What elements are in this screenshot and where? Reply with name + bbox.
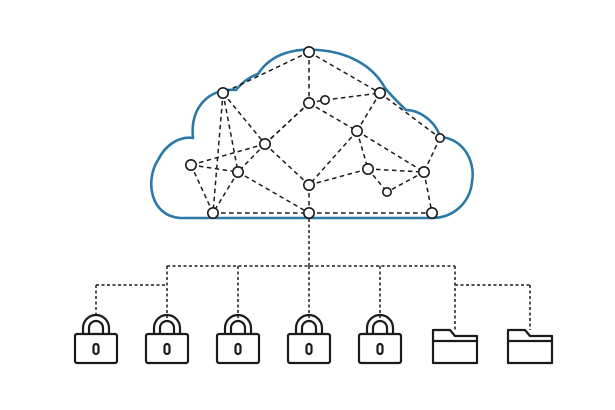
network-node — [232, 166, 245, 179]
network-node — [302, 45, 315, 58]
network-node — [319, 95, 330, 106]
network-link — [356, 130, 425, 173]
network-node — [302, 179, 315, 192]
network-node — [425, 207, 438, 220]
connection-tree — [95, 219, 531, 330]
network-link — [308, 168, 369, 186]
network-node — [361, 163, 374, 176]
network-node — [207, 207, 220, 220]
folder-icon — [431, 328, 479, 365]
network-link — [423, 171, 433, 214]
padlock-icon — [73, 313, 119, 365]
endpoint-icons — [73, 313, 554, 365]
network-node — [302, 97, 315, 110]
padlock-icon — [357, 313, 403, 365]
network-link — [212, 92, 224, 214]
network-link — [264, 102, 310, 145]
network-node — [258, 138, 271, 151]
network-node — [373, 87, 386, 100]
network-link — [356, 130, 369, 170]
padlock-icon — [286, 313, 332, 365]
network-node — [350, 125, 363, 138]
network-link — [379, 92, 441, 139]
network-link — [264, 143, 310, 186]
network-link — [222, 92, 239, 173]
network-node — [217, 87, 230, 100]
network-link — [367, 168, 425, 173]
network-link — [237, 143, 266, 173]
network-link — [324, 92, 381, 101]
network-link — [212, 171, 239, 214]
network-link — [386, 171, 425, 193]
network-link — [308, 130, 358, 186]
folder-icon — [506, 328, 554, 365]
network-link — [308, 102, 358, 132]
network-node — [417, 166, 430, 179]
network-node — [302, 207, 315, 220]
network-link — [423, 137, 441, 173]
network-link — [190, 143, 266, 166]
padlock-icon — [144, 313, 190, 365]
network-node — [434, 133, 445, 144]
padlock-icon — [215, 313, 261, 365]
network-link — [190, 164, 214, 214]
network-node — [185, 159, 198, 172]
cloud-icon — [150, 48, 474, 220]
network-nodes — [185, 45, 445, 220]
network-link — [222, 92, 266, 145]
network-link — [308, 51, 381, 94]
network-node — [381, 187, 392, 198]
network-link — [237, 171, 310, 214]
network-links — [190, 51, 441, 214]
